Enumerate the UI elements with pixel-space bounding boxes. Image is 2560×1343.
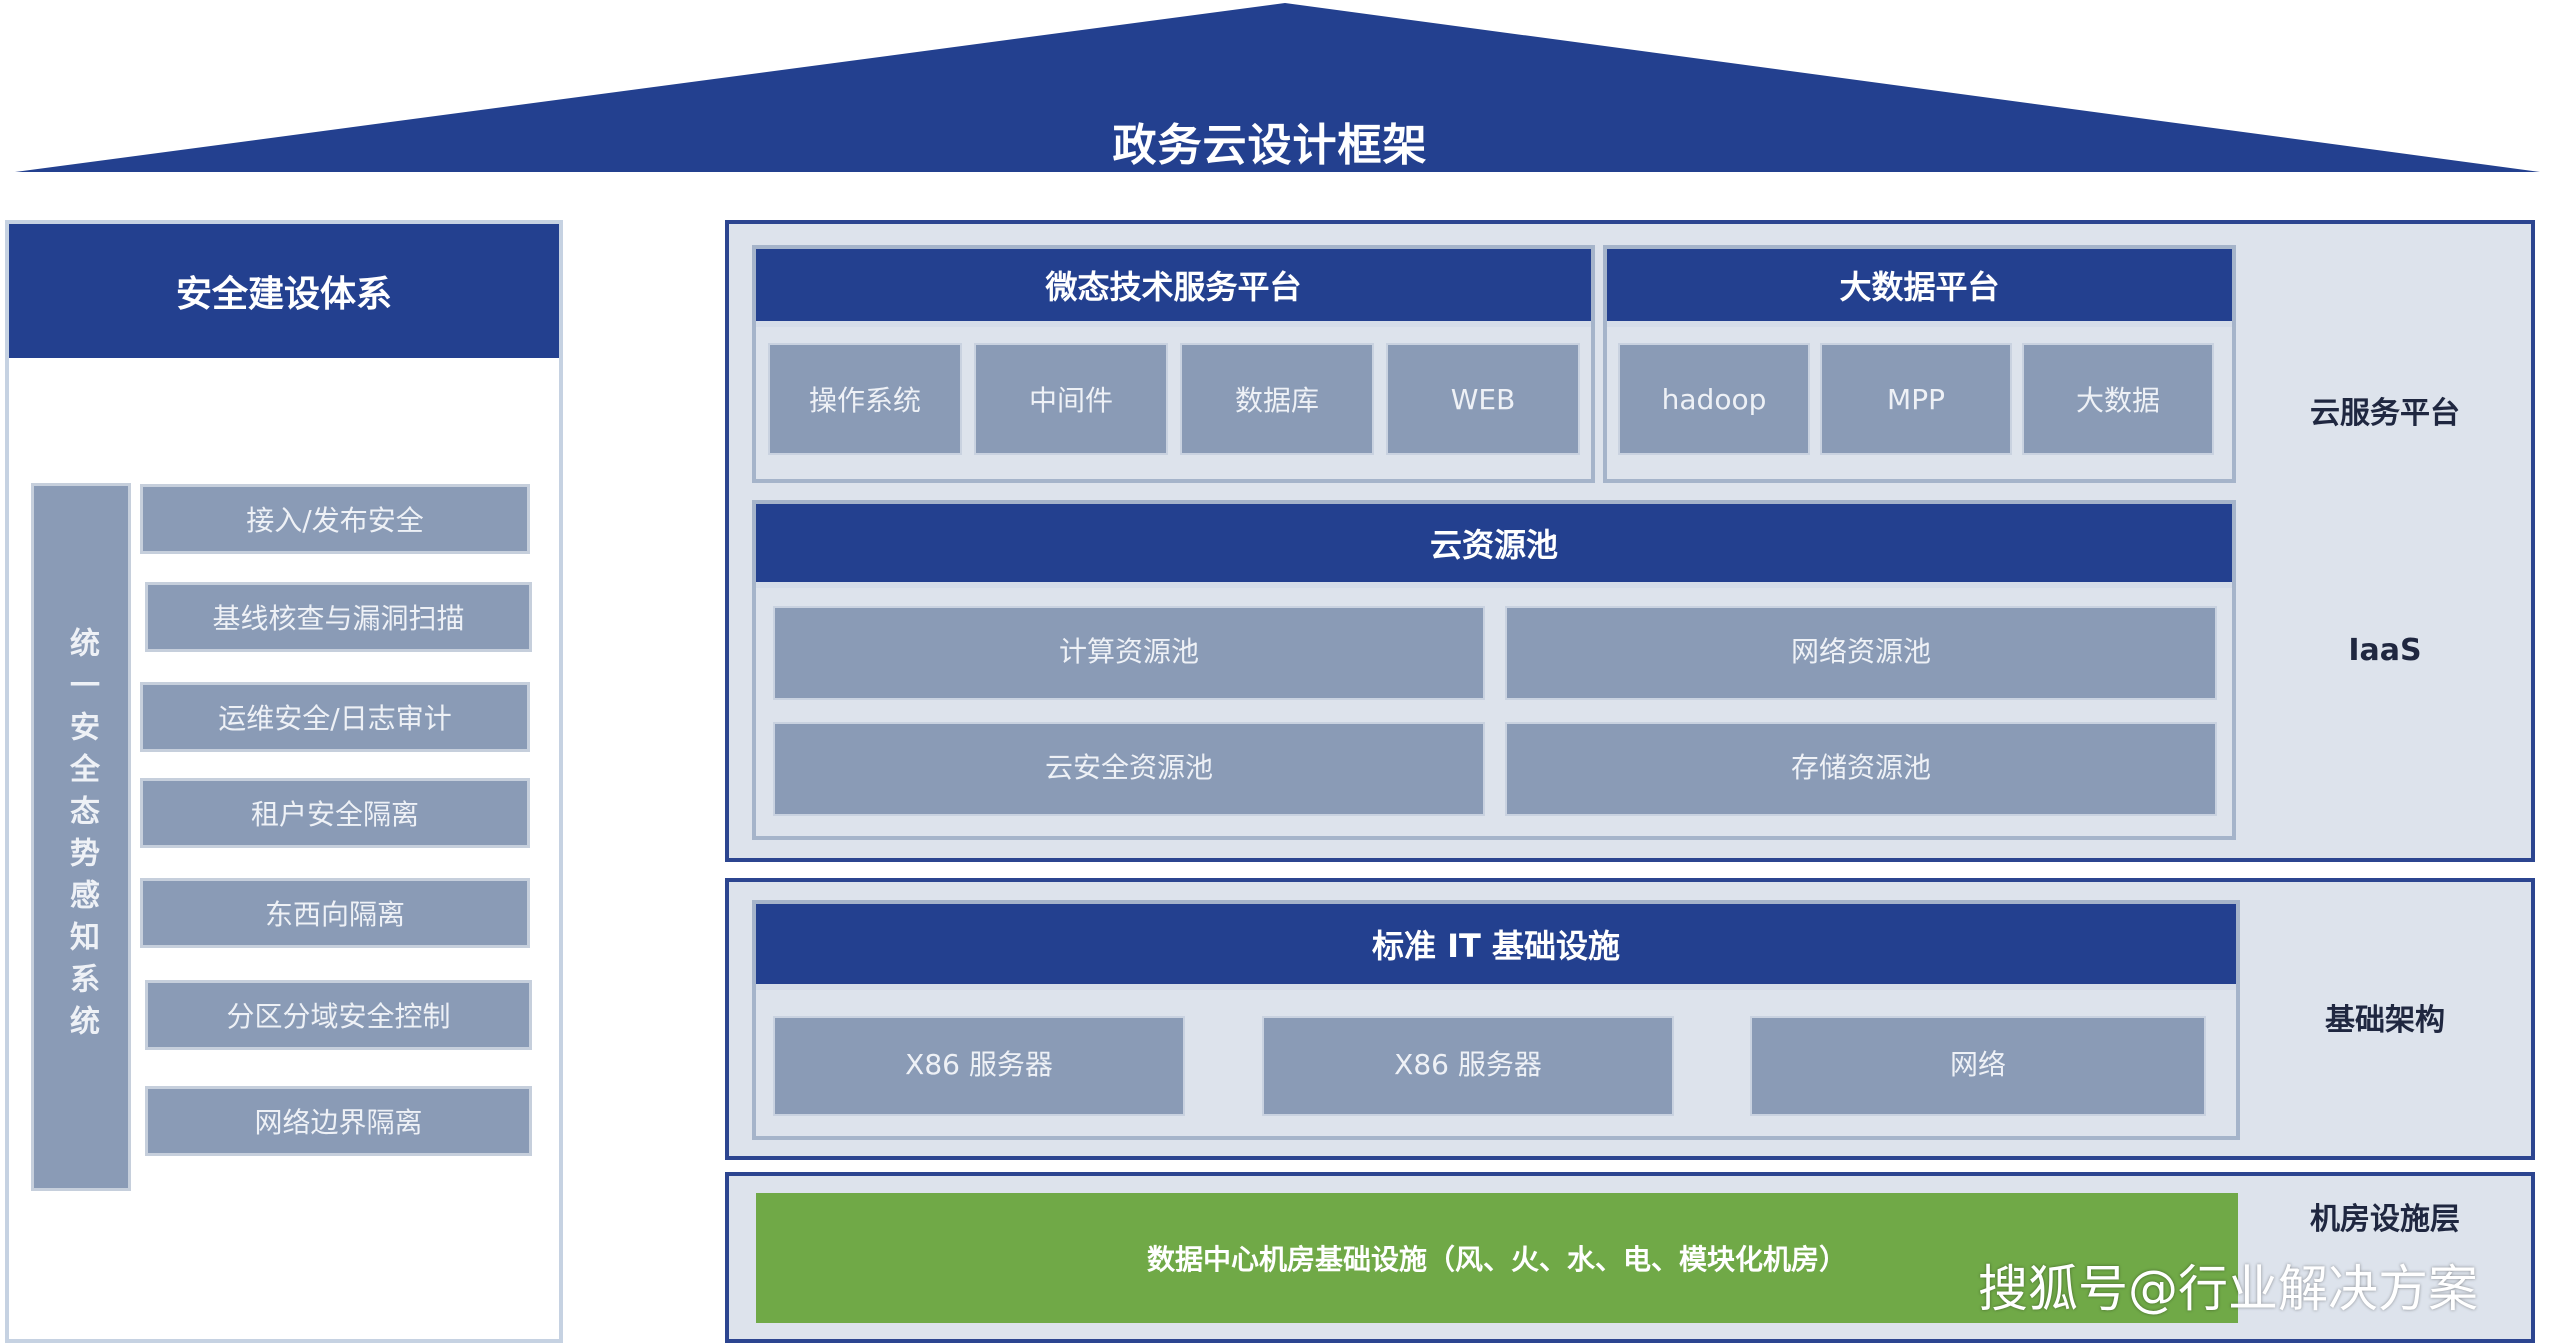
microservice-item: 数据库 bbox=[1180, 343, 1374, 455]
microservice-title: 微态技术服务平台 bbox=[756, 249, 1591, 327]
security-side-label: 统一安全态势感知系统 bbox=[31, 483, 131, 1191]
resource-pool-title: 云资源池 bbox=[756, 504, 2232, 588]
resource-pool-item-name: 网络资源池 bbox=[1790, 635, 1931, 668]
infra-item-name: 网络 bbox=[1949, 1048, 2006, 1081]
bigdata-item: MPP bbox=[1820, 343, 2012, 455]
watermark-text: 搜狐号@行业解决方案 bbox=[1978, 1260, 2478, 1318]
bigdata-title: 大数据平台 bbox=[1607, 249, 2232, 327]
security-side-label-text: 统一安全态势感知系统 bbox=[64, 627, 99, 1047]
resource-pool-item-name: 计算资源池 bbox=[1058, 635, 1199, 668]
resource-pool-item: 计算资源池 bbox=[773, 606, 1485, 700]
resource-pool-item: 存储资源池 bbox=[1505, 722, 2217, 816]
security-item: 接入/发布安全 bbox=[140, 484, 530, 554]
security-item: 租户安全隔离 bbox=[140, 778, 530, 848]
microservice-item: 操作系统 bbox=[768, 343, 962, 455]
security-item: 运维安全/日志审计 bbox=[140, 682, 530, 752]
infra-item-name: X86 服务器 bbox=[1394, 1048, 1542, 1081]
security-item: 分区分域安全控制 bbox=[145, 980, 532, 1050]
infra-item: X86 服务器 bbox=[1262, 1016, 1674, 1116]
security-item: 网络边界隔离 bbox=[145, 1086, 532, 1156]
microservice-item: 中间件 bbox=[974, 343, 1168, 455]
resource-pool-item: 网络资源池 bbox=[1505, 606, 2217, 700]
diagram-title: 政务云设计框架 bbox=[1112, 120, 1428, 171]
cloud-service-label: 云服务平台 bbox=[2310, 396, 2460, 431]
bigdata-item: hadoop bbox=[1618, 343, 1810, 455]
datacenter-bar: 数据中心机房基础设施（风、火、水、电、模块化机房） bbox=[756, 1193, 2238, 1323]
datacenter-label: 机房设施层 bbox=[2310, 1202, 2460, 1237]
roof-banner bbox=[15, 3, 2540, 172]
bigdata-item: 大数据 bbox=[2022, 343, 2214, 455]
microservice-item: WEB bbox=[1386, 343, 1580, 455]
infra-label: 基础架构 bbox=[2325, 1003, 2445, 1038]
infra-item: X86 服务器 bbox=[773, 1016, 1185, 1116]
security-title: 安全建设体系 bbox=[9, 224, 559, 358]
resource-pool-item: 云安全资源池 bbox=[773, 722, 1485, 816]
resource-pool-item-name: 存储资源池 bbox=[1790, 751, 1931, 784]
infra-item-name: X86 服务器 bbox=[905, 1048, 1053, 1081]
infra-item: 网络 bbox=[1750, 1016, 2206, 1116]
security-item: 东西向隔离 bbox=[140, 878, 530, 948]
resource-pool-item-name: 云安全资源池 bbox=[1044, 751, 1213, 784]
infra-title: 标准 IT 基础设施 bbox=[756, 904, 2236, 990]
security-item: 基线核查与漏洞扫描 bbox=[145, 582, 532, 652]
iaas-label: IaaS bbox=[2348, 632, 2422, 668]
roof-triangle bbox=[15, 3, 2540, 172]
